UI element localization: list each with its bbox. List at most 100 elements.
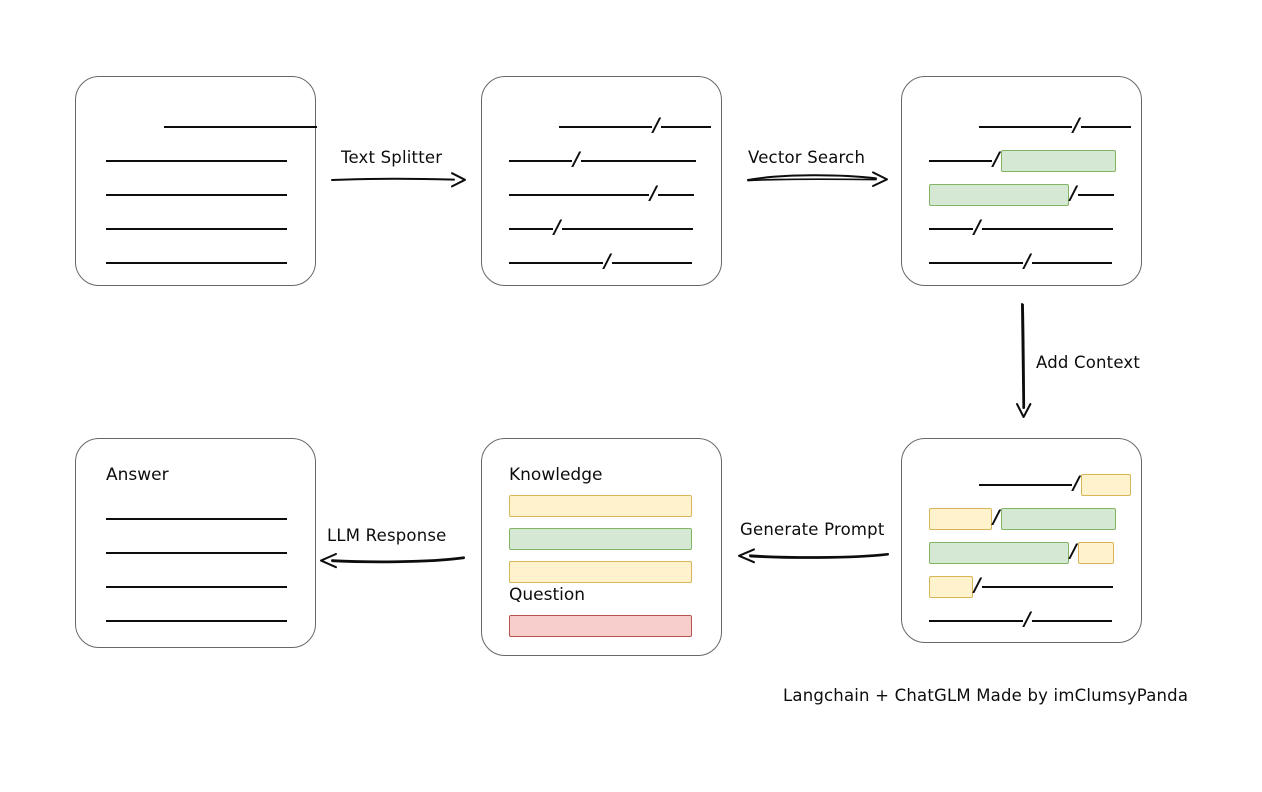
highlight-chip-yellow [929,576,973,598]
footer-credit: Langchain + ChatGLM Made by imClumsyPand… [783,686,1189,705]
prompt-bar-yellow [509,561,692,583]
text-line: / [929,249,1112,272]
answer-label: Answer [106,465,169,485]
text-rule [657,194,694,196]
text-rule [561,228,693,230]
text-rule [929,262,1023,264]
text-rule [106,518,287,520]
text-line [106,221,287,237]
text-rule [106,620,287,622]
chunk-separator-slash: / [1073,471,1080,494]
source-document-box[interactable] [75,76,317,286]
text-rule [509,160,572,162]
text-rule [164,126,317,128]
generated-prompt-box[interactable]: Knowledge Question [481,438,722,656]
chunk-separator-slash: / [974,215,981,238]
text-rule [979,126,1072,128]
text-line [106,187,287,203]
text-rule [580,160,696,162]
chunk-separator-slash: / [993,505,1000,528]
text-rule [929,228,973,230]
edge-label-text-splitter: Text Splitter [341,148,443,167]
arrow-vector-search [747,171,888,187]
text-line: / [509,147,696,170]
text-rule [509,262,603,264]
text-line: / [929,215,1113,238]
text-rule [929,160,992,162]
text-line: / [979,113,1131,136]
knowledge-label: Knowledge [509,465,603,485]
text-line [106,153,287,169]
text-rule [1077,194,1114,196]
highlight-chip-green [929,542,1069,564]
text-rule [559,126,652,128]
edge-label-llm-response: LLM Response [327,526,447,545]
text-rule [106,262,287,264]
text-rule [509,228,553,230]
vector-matched-chunks-box[interactable]: / / / / / [901,76,1142,286]
prompt-bar-green [509,528,692,550]
prompt-bar-yellow [509,495,692,517]
text-rule [106,586,287,588]
highlight-chip-green [1000,508,1116,530]
highlight-chip-green [1000,150,1116,172]
answer-box[interactable]: Answer [75,438,316,648]
text-line: / [929,607,1112,630]
text-rule [106,228,287,230]
text-line: / [929,183,1114,206]
text-line: / [559,113,711,136]
chunk-separator-slash: / [1024,607,1031,630]
text-rule [106,552,287,554]
text-rule [979,484,1072,486]
arrow-llm-response [320,553,465,569]
text-line: / [929,505,1116,530]
arrow-text-splitter [331,172,466,188]
text-line: / [509,215,693,238]
chunk-separator-slash: / [653,113,660,136]
text-line: / [929,147,1116,172]
text-rule [611,262,692,264]
chunk-separator-slash: / [1024,249,1031,272]
text-line [106,511,287,527]
chunk-separator-slash: / [1070,539,1077,562]
text-line: / [509,181,694,204]
text-rule [106,160,287,162]
highlight-chip-yellow [1080,474,1131,496]
text-rule [1080,126,1131,128]
text-line [164,119,317,135]
chunk-separator-slash: / [974,573,981,596]
chunk-separator-slash: / [554,215,561,238]
edge-label-generate-prompt: Generate Prompt [740,520,885,539]
text-line [106,579,287,595]
arrow-generate-prompt [738,548,889,564]
highlight-chip-yellow [929,508,992,530]
text-line [106,545,287,561]
chunk-separator-slash: / [993,147,1000,170]
text-rule [509,194,649,196]
context-chunks-box[interactable]: / / / / / [901,438,1142,643]
text-rule [981,586,1113,588]
text-line: / [979,471,1131,496]
text-rule [981,228,1113,230]
text-rule [106,194,287,196]
split-chunks-box[interactable]: / / / / / [481,76,722,286]
chunk-separator-slash: / [650,181,657,204]
chunk-separator-slash: / [604,249,611,272]
text-rule [1031,262,1112,264]
edge-label-vector-search: Vector Search [748,148,866,167]
prompt-bar-red [509,615,692,637]
text-rule [660,126,711,128]
text-line: / [929,539,1114,564]
text-line: / [929,573,1113,598]
text-line [106,255,287,271]
text-rule [1031,620,1112,622]
text-line: / [509,249,692,272]
text-rule [929,620,1023,622]
arrow-add-context [1016,303,1032,418]
text-line [106,613,287,629]
chunk-separator-slash: / [1073,113,1080,136]
chunk-separator-slash: / [573,147,580,170]
edge-label-add-context: Add Context [1036,353,1141,372]
highlight-chip-yellow [1077,542,1114,564]
